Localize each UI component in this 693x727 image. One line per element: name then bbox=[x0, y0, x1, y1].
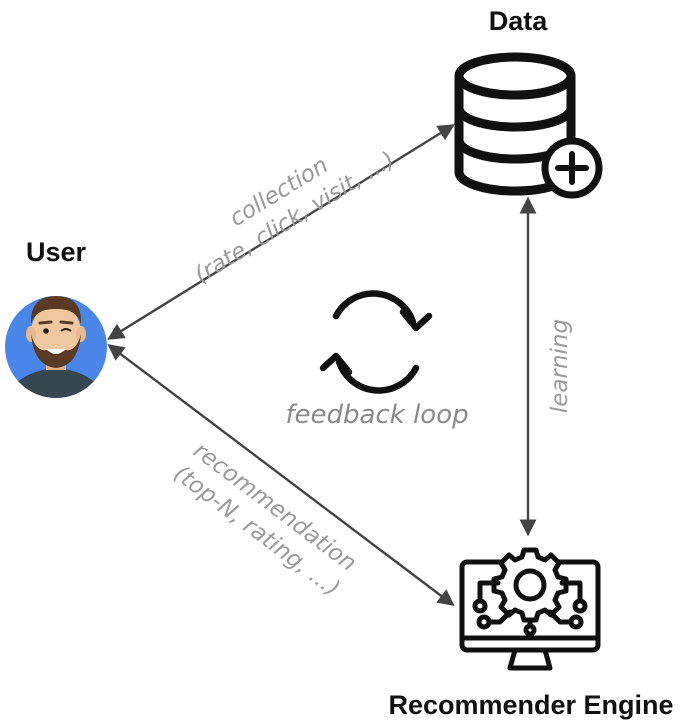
learning-label: learning bbox=[547, 319, 573, 413]
data-node-title: Data bbox=[489, 6, 549, 36]
user-avatar-icon bbox=[5, 296, 107, 398]
feedback-loop-label: feedback loop bbox=[285, 400, 468, 430]
engine-node-title: Recommender Engine bbox=[388, 690, 673, 720]
database-plus-icon bbox=[454, 52, 603, 199]
monitor-gear-icon bbox=[459, 547, 601, 671]
recommendation-arrow bbox=[107, 343, 455, 607]
refresh-cycle-icon bbox=[319, 290, 433, 394]
user-node-title: User bbox=[26, 237, 87, 267]
collection-arrow bbox=[107, 124, 455, 340]
